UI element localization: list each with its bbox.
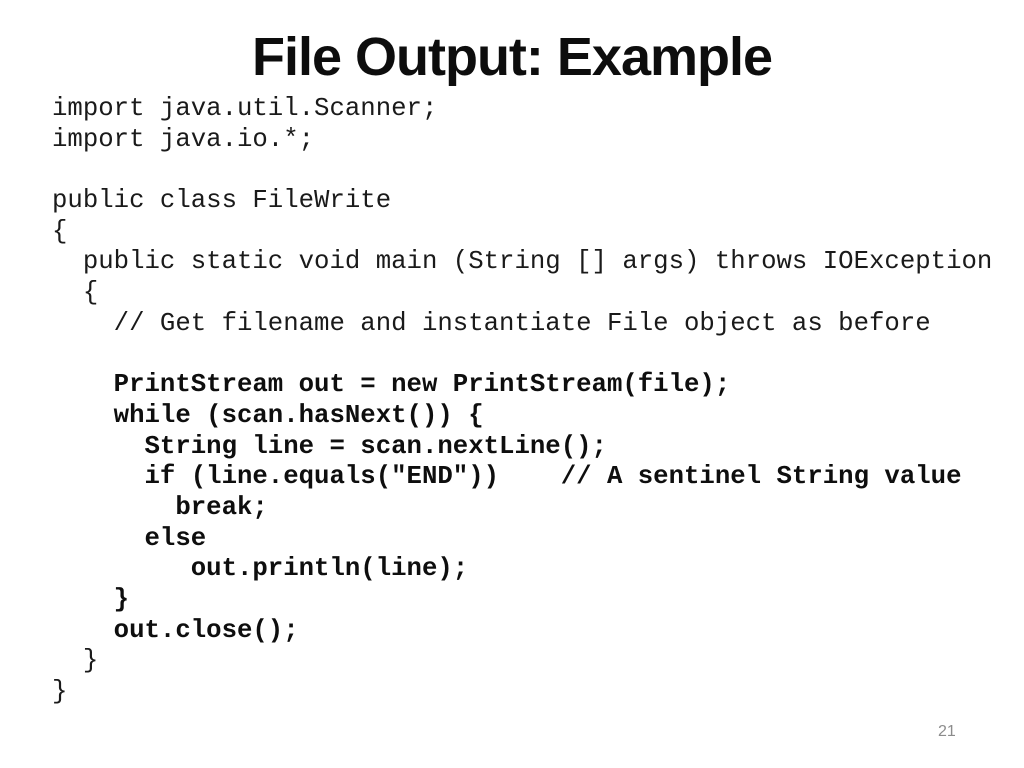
code-line: while (scan.hasNext()) {	[52, 400, 484, 430]
code-line: public static void main (String [] args)…	[52, 247, 993, 277]
code-line: break;	[52, 492, 268, 522]
code-line: }	[52, 677, 68, 707]
page-number: 21	[938, 723, 956, 740]
code-line: out.close();	[52, 615, 299, 645]
code-line: PrintStream out = new PrintStream(file);	[52, 370, 731, 400]
code-line	[52, 340, 992, 371]
code-line: public class FileWrite	[52, 186, 392, 216]
code-line: {	[52, 216, 68, 246]
code-line: import java.util.Scanner;	[52, 94, 438, 123]
code-line: // Get filename and instantiate File obj…	[52, 308, 931, 338]
code-line: import java.io.*;	[52, 124, 315, 154]
code-line: if (line.equals("END")) // A sentinel St…	[52, 462, 962, 492]
slide-title: File Output: Example	[251, 27, 773, 87]
code-line: String line = scan.nextLine();	[52, 431, 607, 461]
code-line: out.println(line);	[52, 554, 469, 584]
code-line: }	[52, 646, 99, 676]
code-line	[52, 155, 992, 186]
code-block: import java.util.Scanner;import java.io.…	[52, 94, 992, 708]
code-line: {	[52, 278, 99, 308]
code-line: }	[52, 585, 130, 614]
code-line: else	[52, 523, 207, 553]
